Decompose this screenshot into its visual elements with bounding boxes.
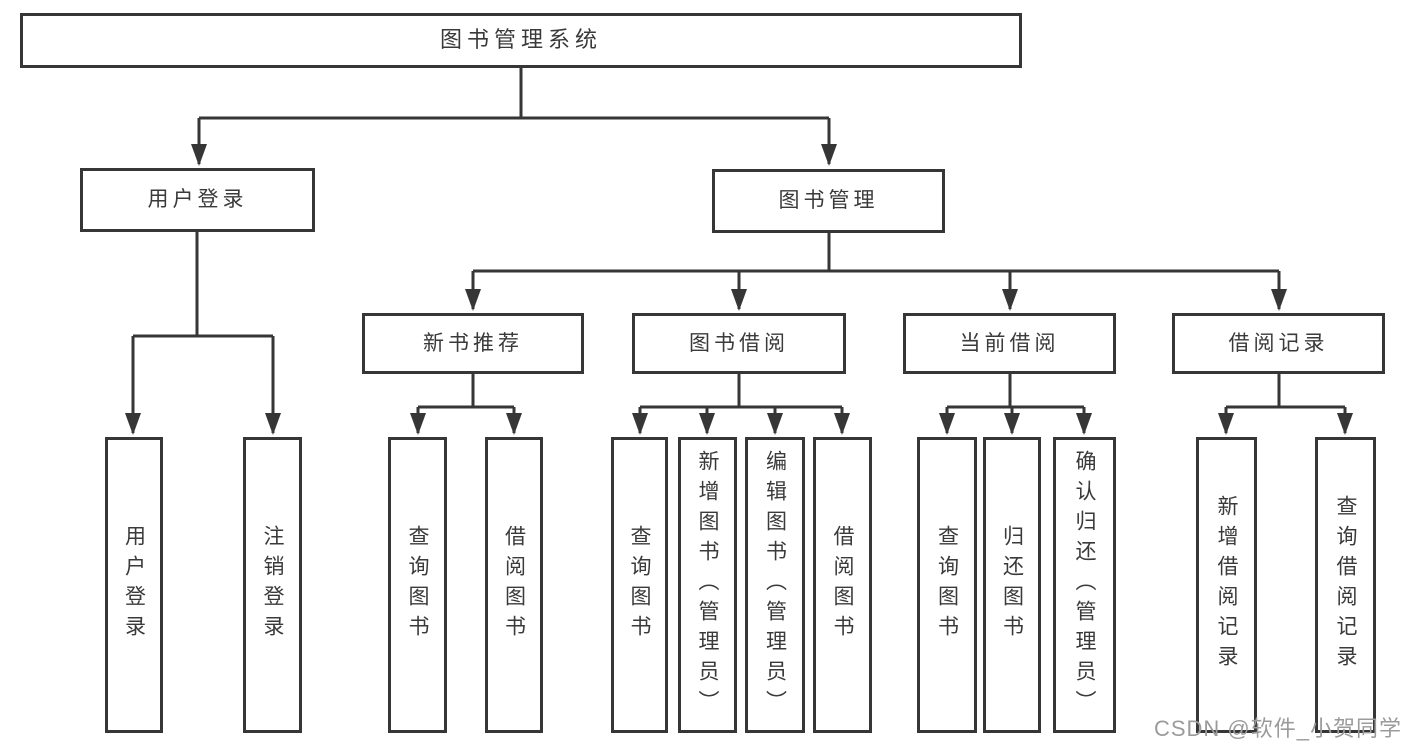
connector-new-book-children bbox=[410, 374, 522, 435]
node-current-borrow: 当前借阅 bbox=[903, 313, 1116, 374]
leaf-record-query: 查询借阅记录 bbox=[1315, 437, 1376, 733]
leaf-borrow-edit-books-admin: 编辑图书（管理员） bbox=[745, 437, 805, 733]
node-root: 图书管理系统 bbox=[20, 13, 1022, 68]
leaf-current-return-books: 归还图书 bbox=[983, 437, 1041, 733]
connector-user-login-children bbox=[125, 232, 281, 435]
node-book-borrow: 图书借阅 bbox=[632, 313, 846, 374]
connector-book-borrow-children bbox=[632, 374, 850, 435]
leaf-record-add: 新增借阅记录 bbox=[1196, 437, 1257, 733]
node-borrow-record: 借阅记录 bbox=[1172, 313, 1385, 374]
connector-borrow-record-children bbox=[1218, 374, 1353, 435]
leaf-newbook-borrow-books: 借阅图书 bbox=[485, 437, 543, 733]
leaf-logout: 注销登录 bbox=[243, 437, 302, 733]
leaf-current-confirm-return-admin: 确认归还（管理员） bbox=[1053, 437, 1116, 733]
connector-root-to-level2 bbox=[191, 68, 837, 166]
node-user-login: 用户登录 bbox=[80, 168, 315, 232]
csdn-watermark: CSDN @软件_小贺同学 bbox=[1153, 716, 1402, 741]
node-new-book-recommend: 新书推荐 bbox=[362, 313, 584, 374]
connector-book-management-children bbox=[465, 233, 1287, 311]
leaf-user-login: 用户登录 bbox=[105, 437, 163, 733]
leaf-current-query-books: 查询图书 bbox=[917, 437, 977, 733]
leaf-newbook-query-books: 查询图书 bbox=[388, 437, 447, 733]
leaf-borrow-borrow-books: 借阅图书 bbox=[813, 437, 872, 733]
leaf-borrow-query-books: 查询图书 bbox=[611, 437, 668, 733]
leaf-borrow-add-books-admin: 新增图书（管理员） bbox=[678, 437, 737, 733]
node-book-management: 图书管理 bbox=[712, 169, 945, 233]
connector-current-borrow-children bbox=[939, 374, 1092, 435]
